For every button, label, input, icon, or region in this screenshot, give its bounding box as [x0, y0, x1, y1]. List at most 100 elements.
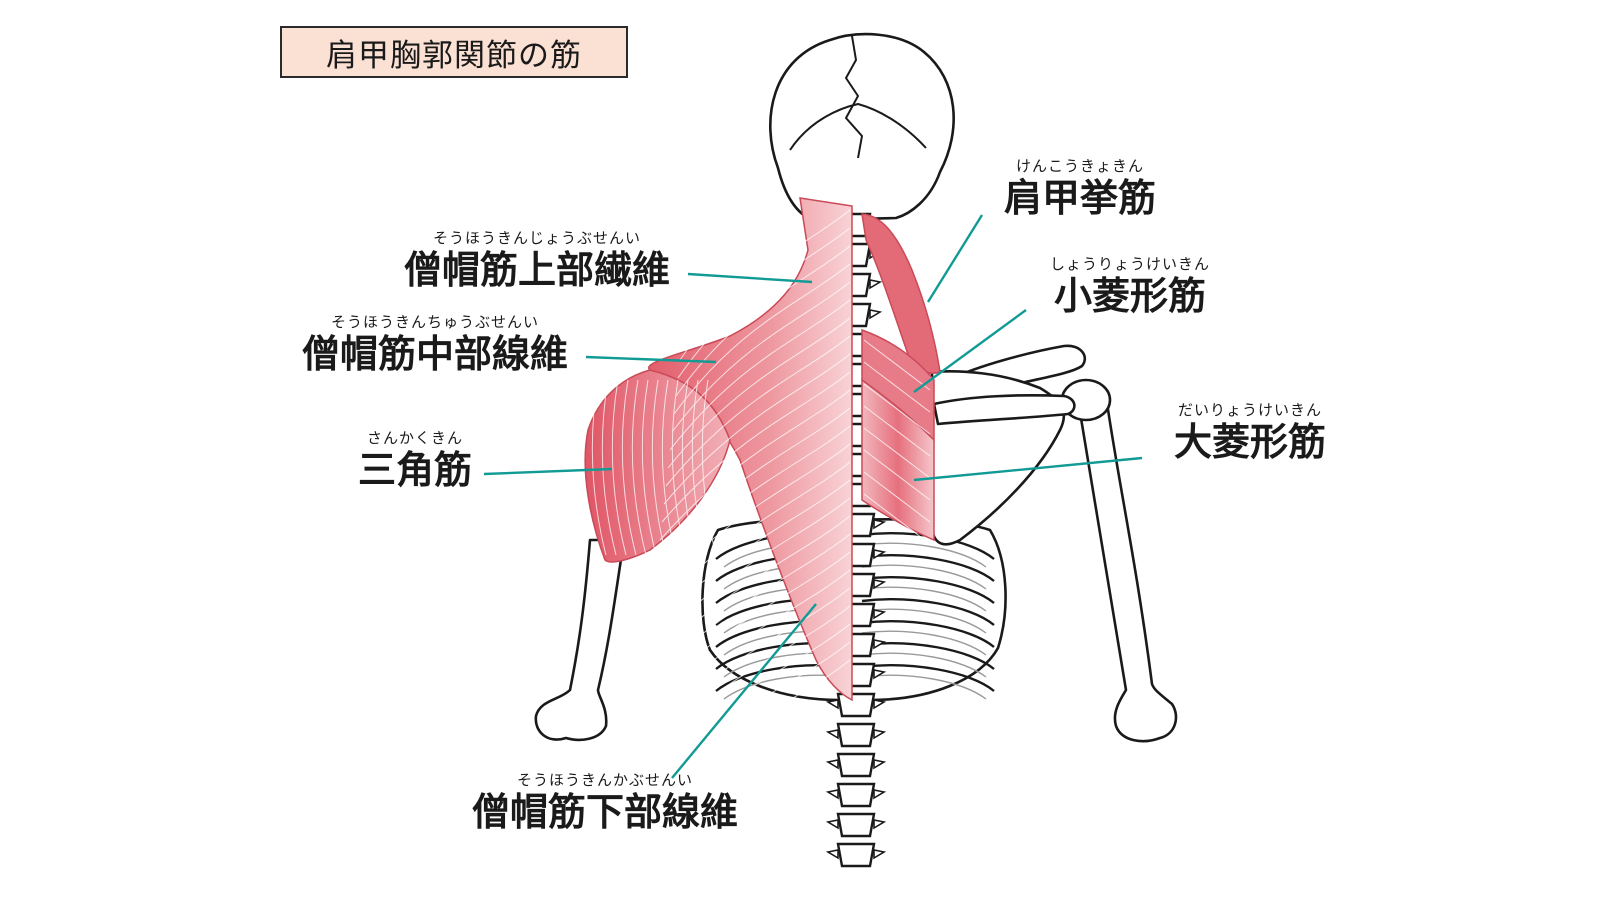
deltoid-fiber [611, 379, 627, 556]
leader-trap-middle [585, 355, 717, 364]
name-trap-lower: 僧帽筋下部線維 [471, 790, 738, 834]
leader-trap-lower [671, 603, 817, 779]
ruby-deltoid: さんかくきん [366, 429, 463, 447]
vertebra [836, 752, 876, 778]
vertebra-process [825, 729, 839, 740]
ruby-rhomb-major: だいりょうけいきん [1177, 401, 1322, 419]
name-levator: 肩甲挙筋 [1003, 176, 1156, 220]
name-deltoid: 三角筋 [357, 448, 472, 492]
vertebra-process [873, 549, 887, 560]
vertebra-process [825, 819, 839, 830]
vertebra-process [873, 699, 887, 710]
vertebra-process [873, 669, 887, 680]
trapezius-fiber [659, 389, 851, 541]
rhomboid-fiber [863, 361, 931, 413]
rib-right-inner [861, 586, 987, 612]
muscles [584, 197, 941, 811]
label-deltoid: さんかくきん 三角筋 [350, 429, 480, 493]
vertebra-process [873, 639, 887, 650]
vertebra-process [869, 279, 883, 290]
left-humerus [534, 538, 626, 742]
skull [768, 32, 955, 222]
trapezius-fiber [651, 461, 851, 613]
rhomboid-fiber [863, 405, 931, 457]
trapezius-fiber [637, 587, 851, 739]
leader-lines [483, 214, 1143, 779]
trapezius-fiber [629, 659, 851, 811]
trapezius-fiber [641, 551, 851, 703]
trapezius-fiber [655, 425, 851, 577]
vertebra [836, 722, 876, 748]
ruby-rhomb-minor: しょうりょうけいきん [1049, 255, 1210, 273]
deltoid-fiber [651, 379, 667, 556]
vertebra-process [869, 309, 883, 320]
vertebra [836, 692, 876, 718]
rib-right-inner [861, 630, 987, 656]
rhomboid-fiber [863, 449, 931, 501]
vertebra [836, 782, 876, 808]
name-trap-middle: 僧帽筋中部線維 [301, 332, 568, 376]
vertebra-process [825, 759, 839, 770]
vertebra-process [873, 579, 887, 590]
vertebra-process [873, 729, 887, 740]
label-rhomb-major: だいりょうけいきん 大菱形筋 [1150, 401, 1350, 465]
trapezius-fiber [635, 605, 851, 757]
leader-levator [926, 214, 984, 303]
label-trap-lower: そうほうきんかぶせんい 僧帽筋下部線維 [460, 771, 750, 835]
label-levator: けんこうきょきん 肩甲挙筋 [995, 157, 1165, 221]
deltoid-fiber [671, 379, 687, 556]
deltoid-fiber [691, 379, 707, 556]
rhomboid-fiber [863, 493, 931, 545]
trapezius-fiber [643, 533, 851, 685]
trapezius-fiber [665, 335, 851, 487]
deltoid-fiber [631, 379, 647, 556]
trapezius-fiber [653, 443, 851, 595]
rib-right-inner [861, 652, 987, 678]
ruby-levator: けんこうきょきん [1015, 157, 1144, 175]
rib-right [861, 664, 995, 692]
rhomboid-major [861, 378, 935, 542]
trapezius-fiber [657, 407, 851, 559]
trapezius-fiber [633, 623, 851, 775]
muscle-fibers [591, 209, 931, 811]
ruby-trap-upper: そうほうきんじょうぶせんい [432, 229, 641, 247]
rhomboid-fiber [863, 427, 931, 479]
vertebra-process [873, 519, 887, 530]
rib-right [861, 576, 995, 604]
trapezius-fiber [679, 209, 851, 361]
deltoid-fiber [661, 379, 677, 556]
vertebra-process [825, 789, 839, 800]
trapezius-fiber [647, 497, 851, 649]
sagittal-suture [845, 35, 863, 159]
leader-rhomb-major [913, 456, 1143, 482]
leader-rhomb-minor [913, 309, 1027, 393]
trapezius-fiber [675, 245, 851, 397]
trapezius-fiber [661, 371, 851, 523]
label-trap-middle: そうほうきんちゅうぶせんい 僧帽筋中部線維 [290, 313, 580, 377]
deltoid-fiber [641, 379, 657, 556]
scapular-spine [932, 393, 1076, 426]
deltoid-fiber [701, 379, 717, 556]
label-rhomb-minor: しょうりょうけいきん 小菱形筋 [1030, 255, 1230, 319]
name-trap-upper: 僧帽筋上部繊維 [403, 248, 670, 292]
vertebra [836, 842, 876, 868]
diagram-title: 肩甲胸郭関節の筋 [280, 26, 628, 78]
lambdoid-suture [789, 103, 927, 151]
rib-right-inner [861, 608, 987, 634]
rhomboid-fiber [863, 339, 931, 391]
name-rhomb-major: 大菱形筋 [1173, 420, 1326, 464]
trapezius-fiber [671, 281, 851, 433]
trapezius-fiber [667, 317, 851, 469]
vertebra-process [873, 849, 887, 860]
ruby-trap-middle: そうほうきんちゅうぶせんい [330, 313, 539, 331]
rib-right-inner [861, 542, 987, 568]
rhomboid-fiber [863, 383, 931, 435]
trapezius-fiber [639, 569, 851, 721]
deltoid-fiber [621, 379, 637, 556]
vertebra-process [873, 789, 887, 800]
vertebra [836, 812, 876, 838]
vertebra-process [873, 759, 887, 770]
trapezius-fiber [677, 227, 851, 379]
trapezius-fiber [631, 641, 851, 793]
